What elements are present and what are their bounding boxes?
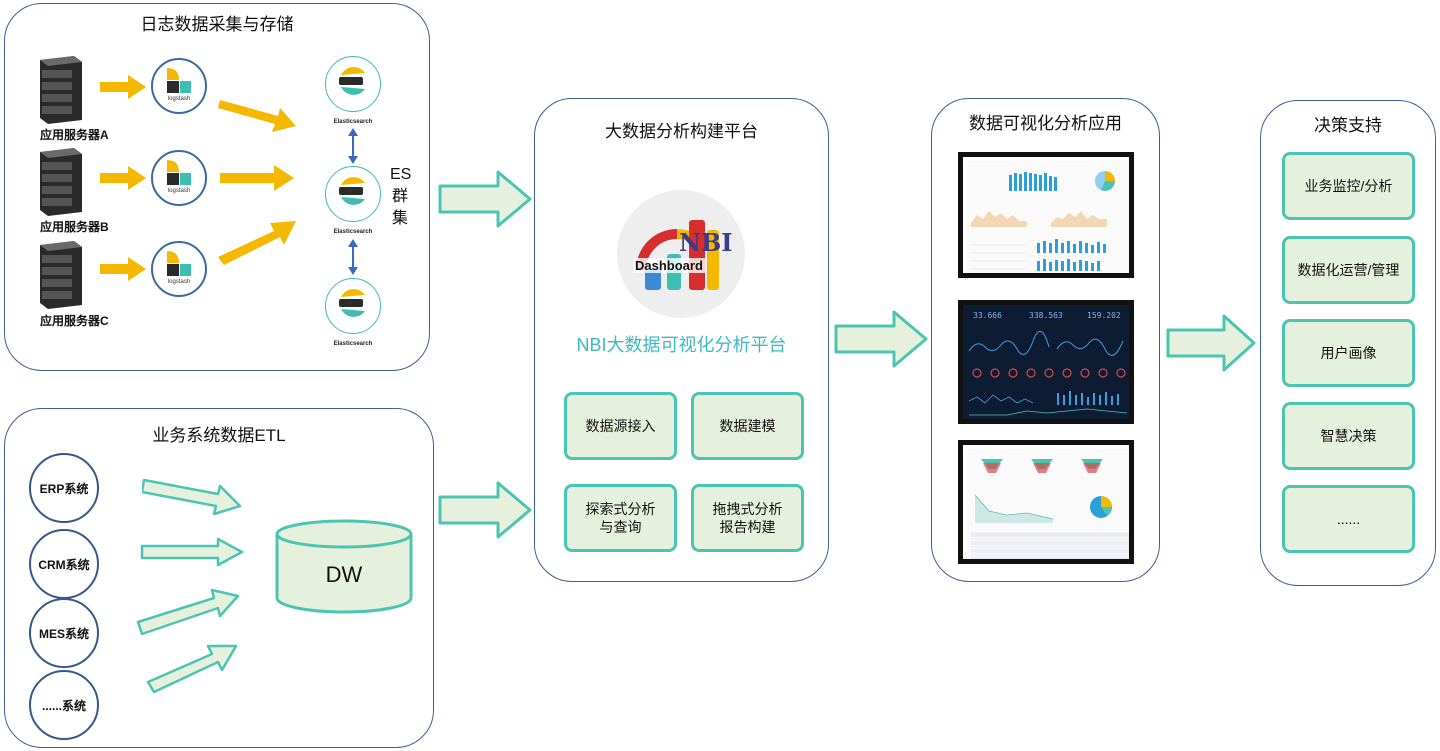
data-warehouse-cylinder (275, 519, 413, 614)
nbi-badge: NBI (679, 228, 733, 257)
arrow-icon (218, 100, 296, 132)
arrow-icon (136, 588, 240, 636)
elasticsearch-icon (339, 67, 365, 95)
logstash-logo-b: logstash (151, 150, 207, 206)
server-label-c: 应用服务器C (40, 314, 109, 328)
logstash-icon (167, 251, 191, 276)
decision-panel-title: 决策支持 (1314, 116, 1382, 135)
decision-item-business-monitoring: 业务监控/分析 (1282, 152, 1415, 220)
elasticsearch-label: Elasticsearch (333, 229, 373, 235)
arrow-icon (146, 644, 238, 694)
platform-panel-title: 大数据分析构建平台 (605, 122, 758, 141)
dashboard-kpi-1: 33.666 (973, 311, 1002, 320)
erp-system-node: ERP系统 (29, 453, 99, 523)
arrow-icon (100, 166, 146, 190)
logstash-label: logstash (167, 188, 191, 194)
decision-item-more: ...... (1282, 485, 1415, 553)
nbi-logo: NBI Dashboard (617, 190, 745, 318)
logstash-icon (167, 68, 191, 93)
dw-label: DW (325, 562, 363, 587)
logstash-label: logstash (167, 96, 191, 102)
arrow-icon (142, 478, 242, 516)
dashboard-preview-1 (958, 152, 1134, 278)
dark-dashboard-thumbnail (968, 331, 1128, 416)
module-datasource: 数据源接入 (564, 392, 677, 460)
arrow-icon (218, 221, 296, 265)
logstash-logo-a: logstash (151, 58, 207, 114)
es-cluster-line-1: ES (390, 166, 412, 183)
elasticsearch-label: Elasticsearch (333, 341, 373, 347)
module-exploratory-analysis: 探索式分析 与查询 (564, 484, 677, 552)
elasticsearch-icon (339, 289, 365, 317)
server-icon-a (40, 56, 82, 124)
funnel-dashboard-thumbnail (967, 449, 1129, 559)
module-drag-report: 拖拽式分析 报告构建 (691, 484, 804, 552)
logstash-logo-c: logstash (151, 241, 207, 297)
arrow-icon (220, 165, 294, 191)
es-cluster-line-3: 集 (391, 210, 408, 227)
elasticsearch-logo-2: Elasticsearch (325, 166, 381, 235)
bidirectional-arrow-icon (348, 128, 358, 164)
module-data-modeling: 数据建模 (691, 392, 804, 460)
logstash-label: logstash (167, 279, 191, 285)
elasticsearch-logo-3: Elasticsearch (325, 278, 381, 347)
arrow-icon (438, 170, 532, 228)
arrow-icon (438, 481, 532, 539)
server-label-b: 应用服务器B (40, 220, 109, 234)
es-cluster-label: ES 群 集 (390, 164, 412, 230)
arrow-icon (100, 257, 146, 281)
arrow-icon (140, 537, 244, 567)
elasticsearch-logo-1: Elasticsearch (325, 56, 381, 125)
elasticsearch-label: Elasticsearch (333, 119, 373, 125)
arrow-icon (1166, 314, 1256, 372)
dashboard-preview-3 (958, 440, 1134, 564)
crm-system-node: CRM系统 (29, 529, 99, 599)
viz-panel-title: 数据可视化分析应用 (969, 114, 1122, 133)
log-panel-title: 日志数据采集与存储 (140, 15, 294, 34)
server-label-a: 应用服务器A (40, 128, 109, 142)
server-icon-b (40, 148, 82, 216)
decision-item-smart-decision: 智慧决策 (1282, 402, 1415, 470)
decision-item-user-profile: 用户画像 (1282, 319, 1415, 387)
platform-name: NBI大数据可视化分析平台 (576, 335, 787, 355)
dashboard-kpi-3: 159.202 (1087, 311, 1121, 320)
dashboard-preview-2: 33.666 338.563 159.202 (958, 300, 1134, 424)
arrow-icon (100, 75, 146, 99)
server-icon-c (40, 241, 82, 309)
decision-item-data-operations: 数据化运营/管理 (1282, 236, 1415, 304)
bidirectional-arrow-icon (348, 239, 358, 275)
elasticsearch-icon (339, 177, 365, 205)
etl-panel-title: 业务系统数据ETL (152, 426, 286, 445)
bar-chart-thumbnail (967, 161, 1129, 273)
dashboard-kpi-2: 338.563 (1029, 311, 1063, 320)
mes-system-node: MES系统 (29, 598, 99, 668)
arrow-icon (834, 310, 928, 368)
dashboard-logo-text: Dashboard (633, 258, 705, 273)
other-system-node: ......系统 (29, 670, 99, 740)
logstash-icon (167, 160, 191, 185)
es-cluster-line-2: 群 (391, 188, 408, 205)
